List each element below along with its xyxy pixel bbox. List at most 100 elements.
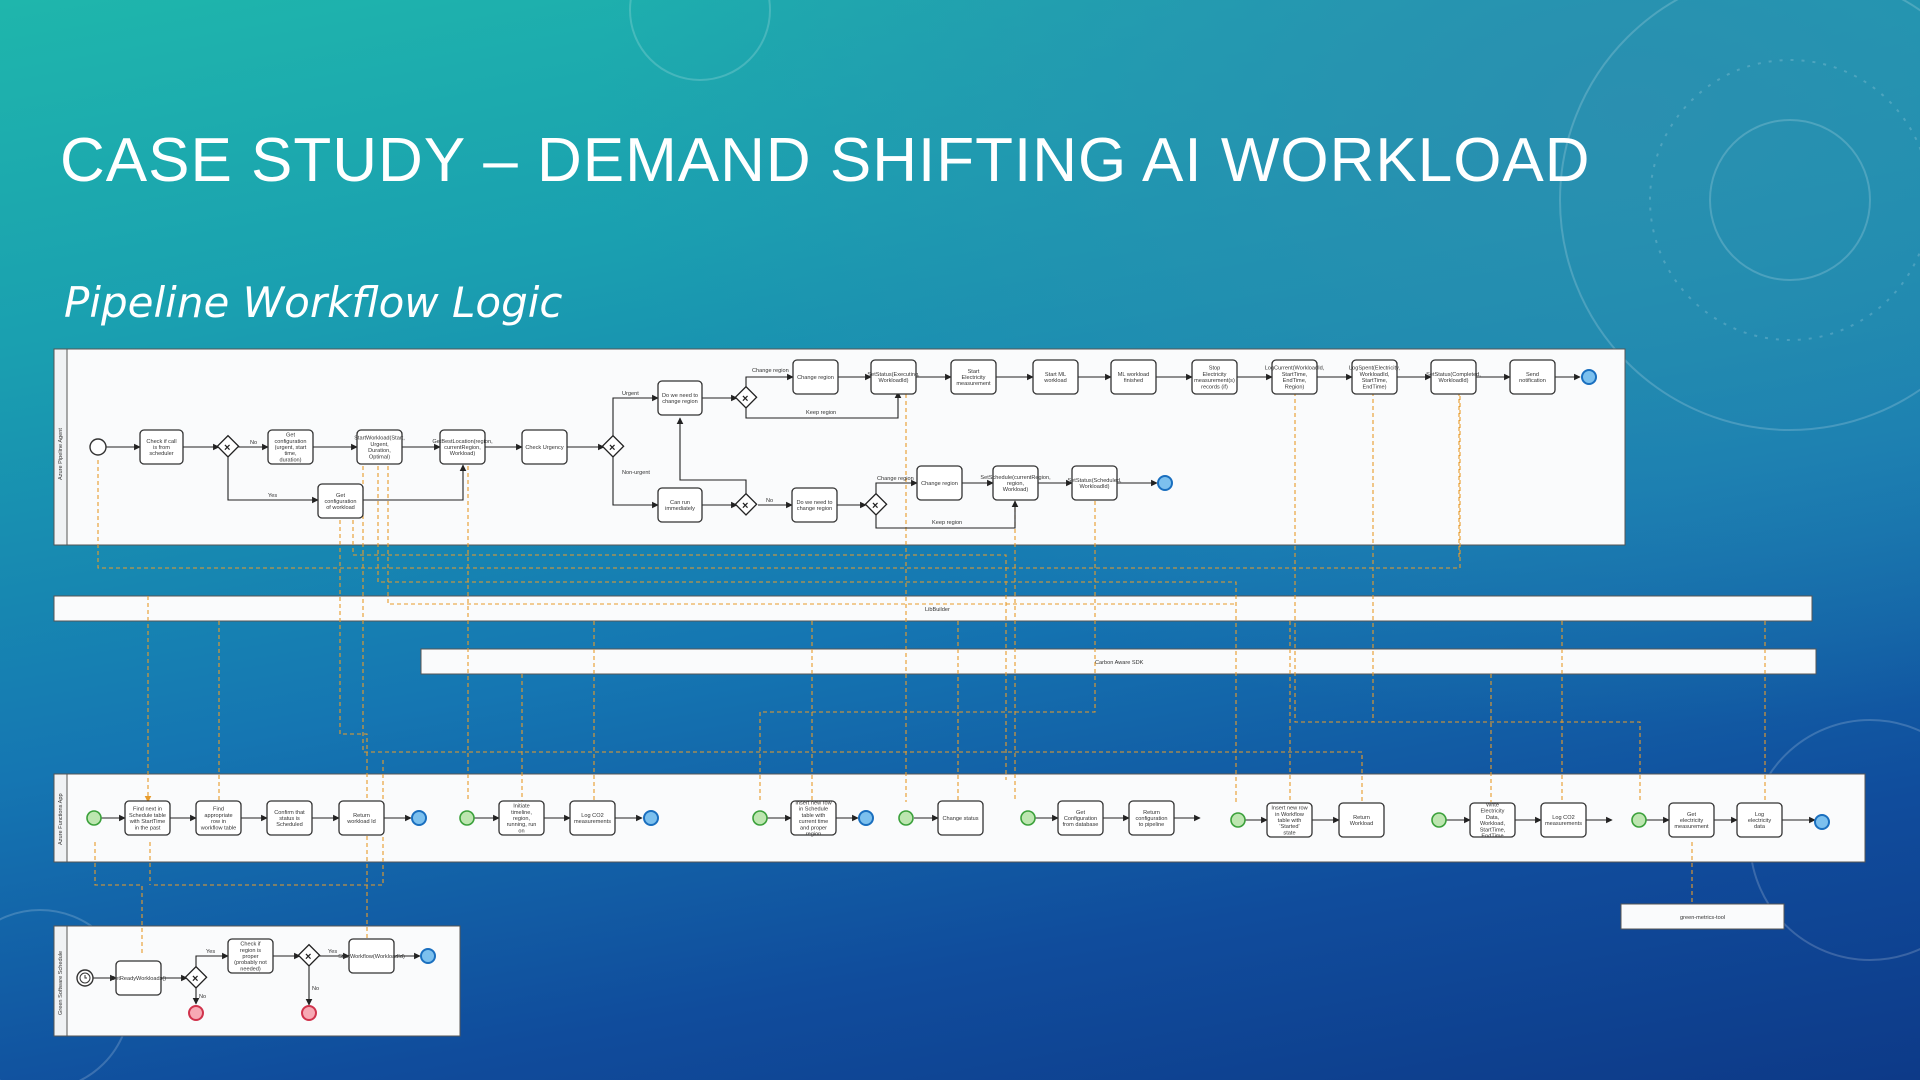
lane-carbon-sdk: Carbon Aware SDK (420, 648, 1817, 675)
gateway-urgency: × (601, 434, 625, 458)
flow-label-yes: Yes (268, 493, 277, 499)
task-set-schedule: SetSchedule(currentRegion,region,Workloa… (980, 465, 1051, 501)
end-event (420, 948, 436, 964)
timer-start-event (76, 969, 94, 987)
message-start-event (86, 810, 102, 826)
message-start-event (1230, 812, 1246, 828)
gateway-ready: × (184, 965, 208, 989)
svg-text:SetStatus(Scheduled,WorkloadId: SetStatus(Scheduled,WorkloadId) (1067, 478, 1122, 490)
message-start-event (1431, 812, 1447, 828)
svg-text:Change status: Change status (942, 816, 978, 822)
lane-label-schedule: Green Software Schedule (58, 951, 64, 1015)
message-start-event (1020, 810, 1036, 826)
gateway-region-3: × (864, 492, 888, 516)
gateway-region-proper: × (297, 943, 321, 967)
svg-text:Change region: Change region (797, 375, 834, 381)
flow-label-no: No (250, 440, 257, 446)
slide-subtitle: Pipeline Workflow Logic (64, 278, 563, 327)
flow-label-urgent: Urgent (622, 391, 639, 397)
gateway-region-1: × (734, 385, 758, 409)
svg-text:×: × (224, 442, 230, 454)
lane-label-pipeline: Azure Pipeline Agent (58, 428, 64, 480)
svg-text:StartWorkload(Start,Urgent,Dur: StartWorkload(Start,Urgent,Duration,Opti… (354, 436, 405, 461)
task-log-spent: LogSpent(Electricity,WorkloadId,StartTim… (1349, 359, 1400, 395)
external-label: green-metrics-tool (1680, 915, 1725, 921)
flow-label-non-urgent: Non-urgent (622, 470, 650, 476)
flow-label-no: No (199, 994, 206, 1000)
svg-text:SetStatus(Executing,WorkloadId: SetStatus(Executing,WorkloadId) (867, 372, 920, 384)
task-get-best-location: GetBestLocation(region,currentRegion,Wor… (432, 429, 493, 465)
flow-label-keep-region: Keep region (932, 520, 962, 526)
end-event (411, 810, 427, 826)
message-start-event (459, 810, 475, 826)
end-event (1581, 369, 1597, 385)
flow-label-yes: Yes (206, 949, 215, 955)
functions-lane-events (86, 810, 1830, 830)
svg-text:LogSpent(Electricity,WorkloadI: LogSpent(Electricity,WorkloadId,StartTim… (1349, 366, 1400, 391)
end-event (1157, 475, 1173, 491)
svg-text:×: × (742, 393, 748, 405)
sched-get-ready-workloads: GetReadyWorkloads() (111, 960, 166, 996)
svg-text:Check Urgency: Check Urgency (525, 445, 563, 451)
external-green-metrics: green-metrics-tool (1620, 903, 1785, 930)
error-end-event (188, 1005, 204, 1021)
schedule-lane-flows (92, 952, 421, 1006)
message-flows (94, 380, 1766, 955)
task-check-urgency: Check Urgency (521, 429, 568, 465)
message-start-event (1631, 812, 1647, 828)
lane-lib-builder: LibBuilder (53, 595, 1813, 622)
sched-start-workflow: StartWorkflow(WorkloadId) (338, 938, 405, 974)
svg-text:LogCurrent(WorkloadId,StartTim: LogCurrent(WorkloadId,StartTime,EndTime,… (1265, 366, 1325, 391)
error-end-event (301, 1005, 317, 1021)
lane-label-lib: LibBuilder (925, 607, 950, 613)
svg-text:GetBestLocation(region,current: GetBestLocation(region,currentRegion,Wor… (432, 439, 493, 457)
task-set-status-scheduled: SetStatus(Scheduled,WorkloadId) (1067, 465, 1122, 501)
svg-text:×: × (305, 951, 311, 963)
flow-label-change-region: Change region (752, 368, 789, 374)
message-start-event (752, 810, 768, 826)
functions-lane-flows (101, 814, 1816, 824)
svg-text:SetSchedule(currentRegion,regi: SetSchedule(currentRegion,region,Workloa… (980, 475, 1051, 493)
svg-text:×: × (872, 500, 878, 512)
task-change-region-2: Change region (916, 465, 963, 501)
top-lane-nodes: × × × × × (89, 369, 1597, 516)
svg-text:×: × (609, 442, 615, 454)
